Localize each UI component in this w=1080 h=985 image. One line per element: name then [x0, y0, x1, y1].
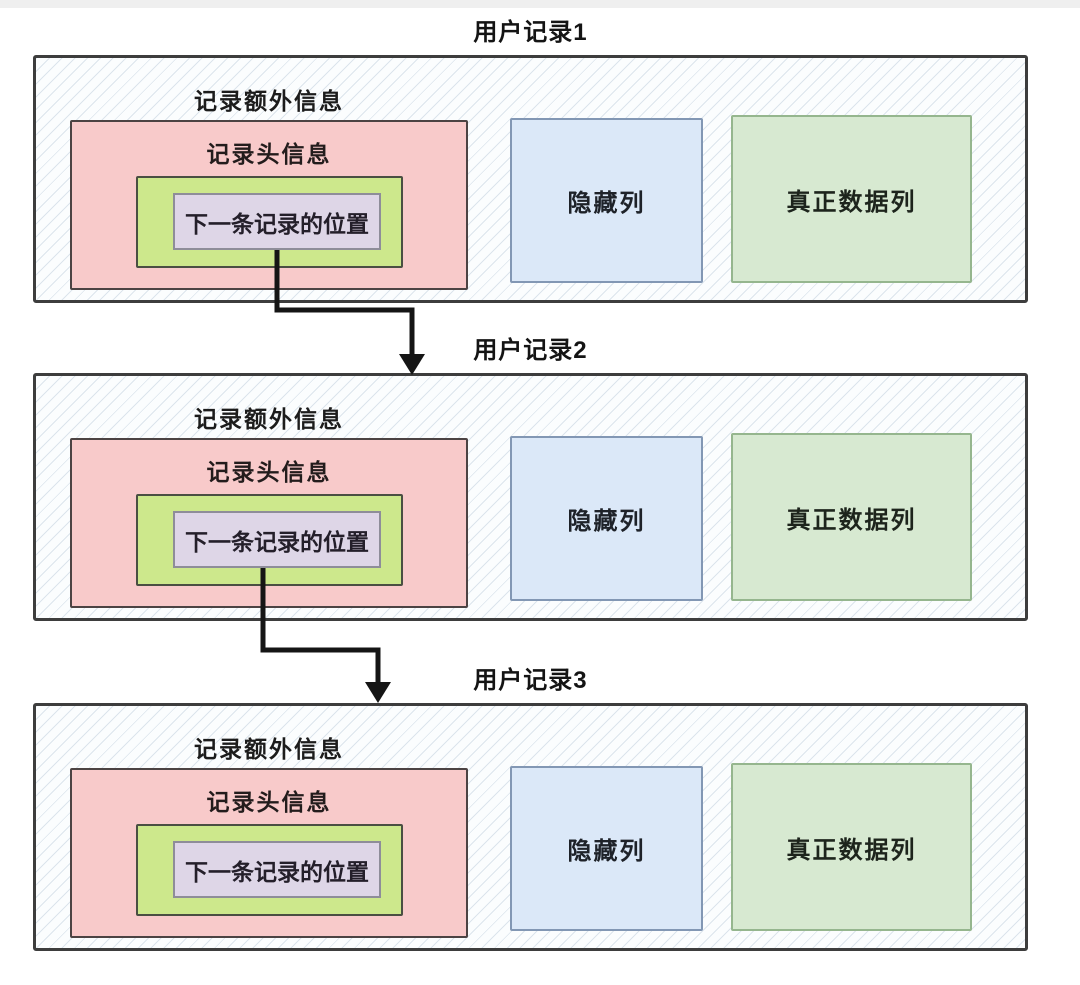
next-record-pointer-box: 下一条记录的位置: [173, 511, 381, 568]
real-data-columns-box: 真正数据列: [731, 115, 972, 283]
record-header-label: 记录头信息: [206, 789, 332, 815]
record-extra-info-box: 记录额外信息 记录头信息 下一条记录的位置 隐藏列 真正数据列: [33, 373, 1028, 621]
record-extra-info-box: 记录额外信息 记录头信息 下一条记录的位置 隐藏列 真正数据列: [33, 703, 1028, 951]
record-header-label: 记录头信息: [206, 141, 332, 167]
record-title: 用户记录3: [473, 667, 588, 694]
record-header-box: 记录头信息 下一条记录的位置: [70, 768, 468, 938]
record-header-box: 记录头信息 下一条记录的位置: [70, 120, 468, 290]
real-data-columns-box: 真正数据列: [731, 763, 972, 931]
hidden-columns-box: 隐藏列: [510, 118, 703, 283]
record-header-label: 记录头信息: [206, 459, 332, 485]
record-extra-info-label: 记录额外信息: [194, 736, 344, 762]
user-record-3: 用户记录3 记录额外信息 记录头信息 下一条记录的位置 隐藏列 真正数据列: [33, 666, 1028, 951]
user-record-2: 用户记录2 记录额外信息 记录头信息 下一条记录的位置 隐藏列 真正数据列: [33, 336, 1028, 621]
next-record-pointer-wrap: 下一条记录的位置: [136, 824, 403, 916]
record-extra-info-label: 记录额外信息: [194, 88, 344, 114]
top-gray-strip: [0, 0, 1080, 8]
record-title: 用户记录2: [473, 337, 588, 364]
record-extra-info-label: 记录额外信息: [194, 406, 344, 432]
next-record-pointer-box: 下一条记录的位置: [173, 193, 381, 250]
record-extra-info-box: 记录额外信息 记录头信息 下一条记录的位置 隐藏列 真正数据列: [33, 55, 1028, 303]
next-record-pointer-box: 下一条记录的位置: [173, 841, 381, 898]
user-record-1: 用户记录1 记录额外信息 记录头信息 下一条记录的位置 隐藏列 真正数据列: [33, 18, 1028, 303]
next-record-pointer-wrap: 下一条记录的位置: [136, 176, 403, 268]
next-record-pointer-wrap: 下一条记录的位置: [136, 494, 403, 586]
real-data-columns-box: 真正数据列: [731, 433, 972, 601]
hidden-columns-box: 隐藏列: [510, 766, 703, 931]
record-header-box: 记录头信息 下一条记录的位置: [70, 438, 468, 608]
hidden-columns-box: 隐藏列: [510, 436, 703, 601]
record-title: 用户记录1: [473, 19, 588, 46]
